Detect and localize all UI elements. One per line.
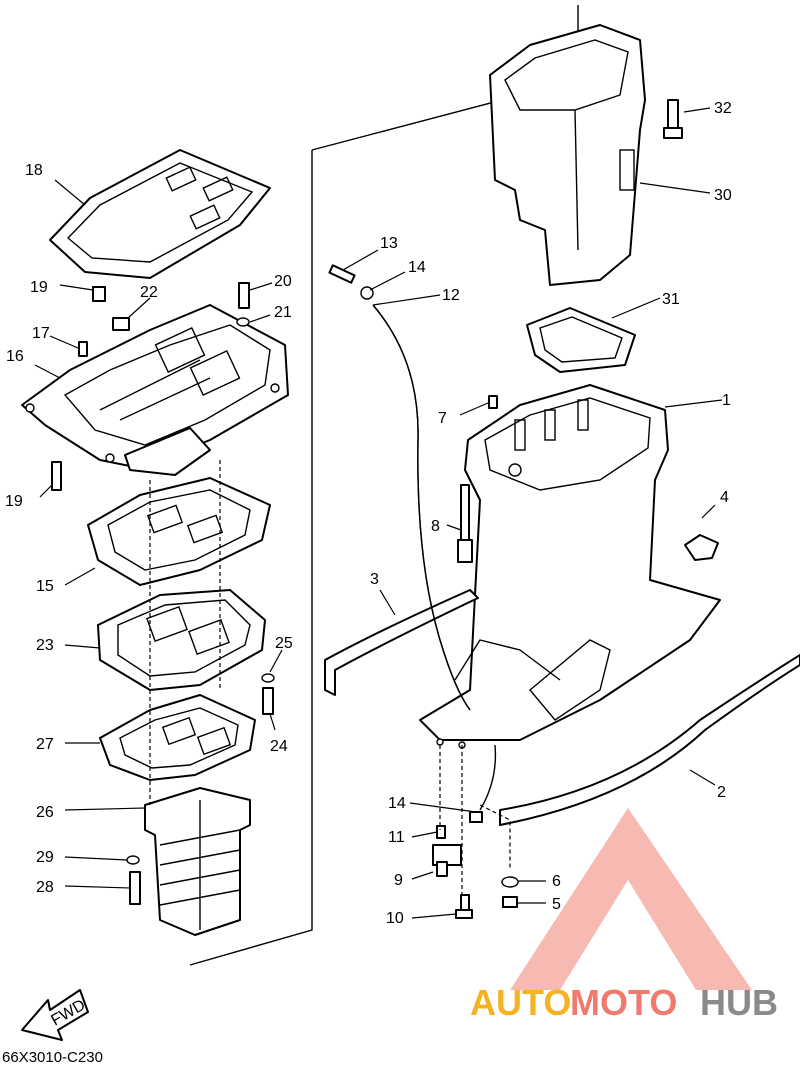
- callout-14-bottom: 14: [388, 795, 406, 812]
- callout-15: 15: [36, 578, 54, 595]
- bolt-24: [262, 687, 274, 715]
- callout-13: 13: [380, 235, 398, 252]
- part-27-gasket: [99, 694, 256, 781]
- bolt-28: [129, 871, 141, 905]
- callout-10: 10: [386, 910, 404, 927]
- part-3-seal-strip: [324, 589, 479, 696]
- part-2-seal-strip: [499, 654, 800, 826]
- watermark-moto: MOTO: [570, 982, 677, 1023]
- part-31-seal: [526, 307, 636, 373]
- part-6-washer: [501, 876, 519, 888]
- part-15-gasket: [87, 477, 271, 586]
- part-7-dowel: [488, 395, 498, 409]
- callout-3: 3: [370, 571, 379, 588]
- callout-1: 1: [722, 392, 731, 409]
- callout-11: 11: [388, 829, 405, 846]
- callout-6: 6: [552, 873, 561, 890]
- part-9-fitting: [432, 844, 462, 877]
- callout-19-top: 19: [30, 279, 48, 296]
- leader-lines: [34, 107, 723, 919]
- callout-27: 27: [36, 736, 54, 753]
- part-16-exhaust-guide-plate: [21, 304, 289, 476]
- watermark-auto: AUTO: [470, 982, 571, 1023]
- callout-2: 2: [717, 784, 726, 801]
- callout-21: 21: [274, 304, 292, 321]
- washer-21: [236, 317, 250, 327]
- callout-17: 17: [32, 325, 50, 342]
- watermark-hub: HUB: [700, 982, 778, 1023]
- left-hardware: [51, 282, 275, 905]
- callout-14-top: 14: [408, 259, 426, 276]
- callout-20: 20: [274, 273, 292, 290]
- callout-19-bottom: 19: [5, 493, 23, 510]
- callout-28: 28: [36, 879, 54, 896]
- callout-16: 16: [6, 348, 24, 365]
- callout-9: 9: [394, 872, 403, 889]
- callout-4: 4: [720, 489, 729, 506]
- callout-31: 31: [662, 291, 680, 308]
- callout-26: 26: [36, 804, 54, 821]
- part-26-exhaust-manifold: [144, 787, 251, 936]
- part-8-bolt: [457, 484, 473, 563]
- callout-24: 24: [270, 738, 288, 755]
- callout-32: 32: [714, 100, 732, 117]
- logo-triangle-icon: [510, 808, 752, 990]
- callout-25: 25: [275, 635, 293, 652]
- callout-30: 30: [714, 187, 732, 204]
- callout-labels: 1 2 3 4 5 6 7 8 9 10 11 12 13 14 14 15 1…: [5, 100, 732, 927]
- part-30-upper-casing: [489, 24, 646, 286]
- bolt-19-bottom: [51, 461, 62, 491]
- washer-25: [261, 673, 275, 683]
- callout-5: 5: [552, 896, 561, 913]
- part-5-bolt: [502, 896, 518, 908]
- fitting-22: [112, 317, 130, 331]
- washer-29: [126, 855, 140, 865]
- dowel-17: [78, 341, 88, 357]
- watermark-logo: [510, 808, 752, 990]
- watermark-text: AUTO MOTO HUB: [470, 982, 778, 1023]
- callout-29: 29: [36, 849, 54, 866]
- part-12-hose: [372, 304, 497, 811]
- bolt-19-top: [92, 286, 106, 302]
- part-23-plate: [97, 589, 266, 691]
- fwd-direction-arrow: FWD: [21, 989, 89, 1041]
- part-4-grommet: [684, 534, 719, 561]
- part-11-dowel: [436, 825, 446, 839]
- drawing-code: 66X3010-C230: [2, 1049, 103, 1066]
- callout-22: 22: [140, 284, 158, 301]
- part-10-bolt: [455, 894, 473, 919]
- callout-23: 23: [36, 637, 54, 654]
- callout-12: 12: [442, 287, 460, 304]
- part-18-gasket: [49, 149, 271, 279]
- part-13-nozzle: [328, 264, 356, 284]
- part-32-bolt: [663, 99, 683, 139]
- callout-8: 8: [431, 518, 440, 535]
- part-14-clip-bottom: [469, 811, 483, 823]
- callout-18: 18: [25, 162, 43, 179]
- part-1-upper-case: [419, 384, 721, 749]
- callout-7: 7: [438, 410, 447, 427]
- bolt-20: [238, 282, 250, 309]
- assembly-guide-lines: [149, 460, 511, 895]
